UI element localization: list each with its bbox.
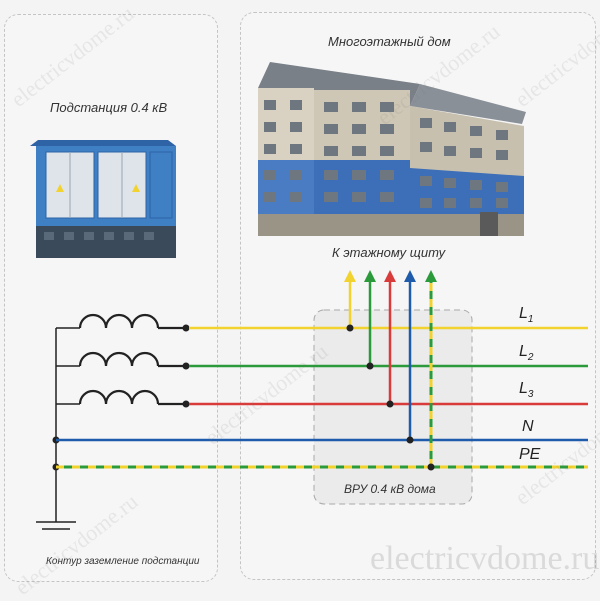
label-l2: L2 xyxy=(519,343,534,364)
vru-label: ВРУ 0.4 кВ дома xyxy=(344,482,436,496)
vru-box xyxy=(313,309,473,505)
ground-bus xyxy=(36,327,80,530)
riser-l3 xyxy=(384,270,396,404)
substation-panel xyxy=(4,14,218,582)
substation-title: Подстанция 0.4 кВ xyxy=(50,100,168,115)
winding-terminals xyxy=(182,324,190,408)
label-l1: L1 xyxy=(519,305,534,326)
riser-l2 xyxy=(364,270,376,366)
riser-pe xyxy=(425,270,437,467)
transformer-windings xyxy=(78,313,186,406)
to-floor-panel-label: К этажному щиту xyxy=(332,245,446,260)
label-n: N xyxy=(522,418,534,435)
label-pe: PE xyxy=(519,446,541,463)
riser-l1 xyxy=(344,270,356,328)
substation-illustration xyxy=(30,140,176,258)
building-illustration xyxy=(258,62,526,236)
ground-label: Контур заземление подстанции xyxy=(46,556,200,567)
building-title: Многоэтажный дом xyxy=(328,34,451,49)
wiring-diagram xyxy=(30,62,588,530)
watermark: electricvdome.ru xyxy=(370,540,600,577)
label-l3: L3 xyxy=(519,380,534,401)
junction-dots xyxy=(346,324,435,471)
riser-n xyxy=(404,270,416,440)
